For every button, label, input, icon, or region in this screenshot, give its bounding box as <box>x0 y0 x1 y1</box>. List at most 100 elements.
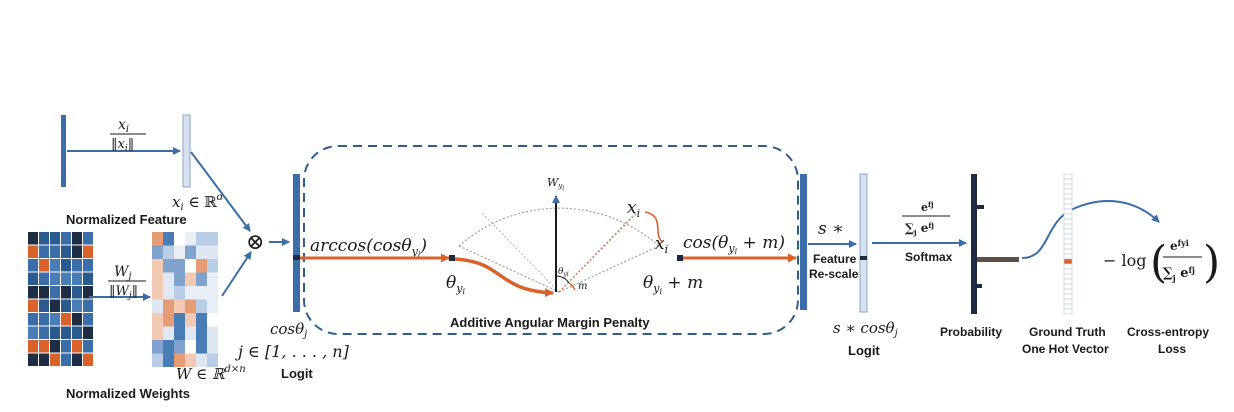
normalized-matrix-cell <box>185 340 196 354</box>
one-hot-cell <box>1063 263 1073 270</box>
matrix-cell <box>61 299 71 312</box>
one-hot-cell <box>1063 228 1073 235</box>
matrix-cell <box>39 299 49 312</box>
normalized-matrix-cell <box>163 272 174 286</box>
matrix-cell <box>28 286 38 299</box>
normalized-matrix-cell <box>196 272 207 286</box>
matrix-cell <box>72 326 82 339</box>
matrix-cell <box>61 286 71 299</box>
one-hot-cell <box>1063 258 1073 265</box>
logit-left-label: Logit <box>281 366 313 381</box>
theta-plus-m-label: θyi + m <box>643 273 703 296</box>
matrix-cell <box>39 272 49 285</box>
cos-margin-expression: cos(θyi + m) <box>683 233 785 256</box>
normalized-matrix-cell <box>152 272 163 286</box>
feature-norm-denominator: ‖xi‖ <box>111 137 134 154</box>
matrix-cell <box>50 259 60 272</box>
matrix-cell <box>83 326 93 339</box>
theta-label: θyi <box>446 273 465 296</box>
rescale-label-line2: Re-scale <box>809 267 859 281</box>
logit-cos: cosθj <box>270 320 307 340</box>
normalized-matrix-cell <box>174 340 185 354</box>
normalized-feature-label: Normalized Feature <box>66 212 187 227</box>
normalized-matrix-cell <box>207 286 218 300</box>
theta-node <box>449 255 455 261</box>
scale-factor-label: s ∗ <box>818 219 844 239</box>
normalized-matrix-cell <box>152 245 163 259</box>
matrix-cell <box>28 232 38 245</box>
sector-ray-2 <box>558 211 637 293</box>
matrix-cell <box>50 286 60 299</box>
matrix-cell <box>61 272 71 285</box>
normalized-matrix-cell <box>152 259 163 273</box>
one-hot-cell <box>1063 233 1073 240</box>
one-hot-cell <box>1063 178 1073 185</box>
one-hot-cell <box>1063 173 1073 180</box>
matrix-cell <box>72 353 82 366</box>
normalized-matrix-cell <box>207 313 218 327</box>
normalized-matrix-cell <box>152 299 163 313</box>
ground-truth-label-line2: One Hot Vector <box>1022 342 1109 356</box>
weights-space: W ∈ ℝd×n <box>176 364 246 383</box>
matrix-cell <box>28 245 38 258</box>
matrix-cell <box>39 340 49 353</box>
ground-truth-label-line1: Ground Truth <box>1029 325 1106 339</box>
normalized-matrix-cell <box>207 259 218 273</box>
matrix-cell <box>28 299 38 312</box>
matrix-cell <box>61 245 71 258</box>
one-hot-cell <box>1063 203 1073 210</box>
normalized-matrix-cell <box>196 326 207 340</box>
logit-bar-left <box>293 174 300 312</box>
normalized-matrix-cell <box>207 353 218 367</box>
one-hot-cell <box>1063 208 1073 215</box>
matrix-cell <box>28 259 38 272</box>
matrix-cell <box>72 259 82 272</box>
normalized-matrix-cell <box>152 340 163 354</box>
matrix-cell <box>50 272 60 285</box>
matrix-cell <box>83 259 93 272</box>
normalized-matrix-cell <box>163 353 174 367</box>
one-hot-cell <box>1063 238 1073 245</box>
arccos-expression: arccos(cosθyi) <box>310 236 427 259</box>
normalized-matrix-cell <box>185 299 196 313</box>
weights-to-product-arrow <box>221 251 252 297</box>
probability-peak <box>977 257 1019 262</box>
logit-bar-left-marker <box>293 255 300 260</box>
matrix-cell <box>61 313 71 326</box>
one-hot-cell <box>1063 183 1073 190</box>
probability-tick-top <box>977 205 984 209</box>
one-hot-cell <box>1063 298 1073 305</box>
normalized-matrix-cell <box>174 259 185 273</box>
margin-curve-arrow <box>454 257 554 298</box>
normalized-matrix-cell <box>152 313 163 327</box>
one-hot-cell <box>1063 213 1073 220</box>
normalized-matrix-cell <box>196 259 207 273</box>
one-hot-cell <box>1063 188 1073 195</box>
xi-label-top: xi <box>627 198 640 220</box>
matrix-cell <box>39 353 49 366</box>
matrix-cell <box>72 340 82 353</box>
one-hot-cell <box>1063 248 1073 255</box>
normalized-matrix-cell <box>163 286 174 300</box>
matrix-cell <box>72 232 82 245</box>
matrix-cell <box>61 340 71 353</box>
normalized-matrix-cell <box>152 353 163 367</box>
normalized-matrix-cell <box>174 232 185 246</box>
matrix-cell <box>50 340 60 353</box>
matrix-cell <box>61 232 71 245</box>
normalized-feature-bar <box>182 114 191 188</box>
normalized-matrix-cell <box>185 259 196 273</box>
loss-denominator: ∑j efj <box>1163 265 1195 283</box>
normalized-matrix-cell <box>185 313 196 327</box>
normalized-matrix-cell <box>196 353 207 367</box>
normalized-matrix-cell <box>152 326 163 340</box>
one-hot-cell <box>1063 193 1073 200</box>
normalized-matrix-cell <box>185 326 196 340</box>
matrix-cell <box>83 272 93 285</box>
logit-right-label-text: Logit <box>848 343 880 358</box>
matrix-cell <box>50 353 60 366</box>
matrix-cell <box>28 313 38 326</box>
one-hot-cell <box>1063 223 1073 230</box>
matrix-cell <box>61 259 71 272</box>
matrix-cell <box>83 353 93 366</box>
